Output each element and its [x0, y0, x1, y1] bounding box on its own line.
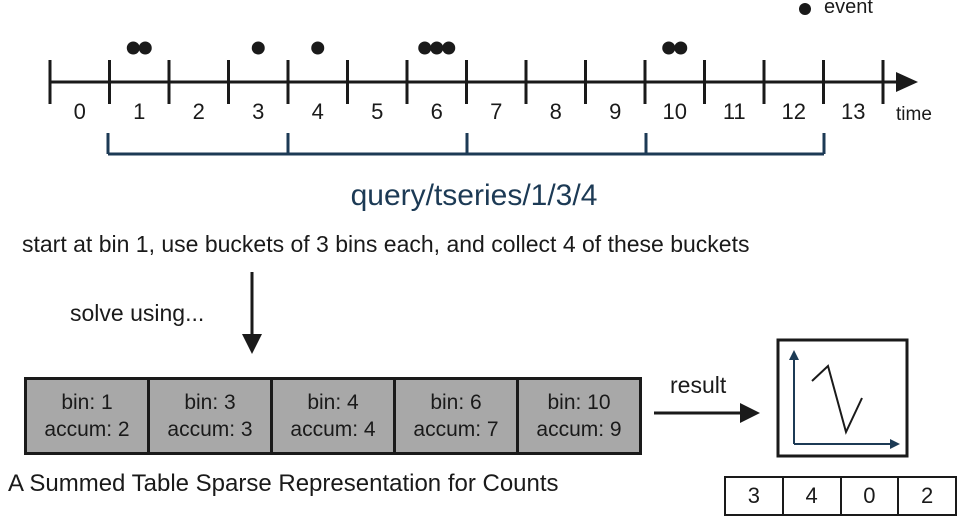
cell-accum: accum: 4 [290, 418, 376, 441]
timeline-tick-label: 13 [841, 99, 866, 124]
solve-arrowhead [242, 334, 262, 354]
event-dot [126, 41, 140, 55]
timeline-tick-label: 7 [490, 99, 503, 124]
event-dot [418, 41, 432, 55]
result-value: 3 [726, 478, 784, 514]
timeline-tick-label: 0 [73, 99, 86, 124]
result-arrowhead [740, 403, 760, 423]
cell-bin: bin: 4 [307, 391, 359, 414]
event-dot [662, 41, 676, 55]
result-label: result [670, 372, 727, 398]
cell-accum: accum: 7 [413, 418, 499, 441]
timeline-tick-label: 8 [549, 99, 562, 124]
cell-accum: accum: 9 [536, 418, 622, 441]
timeline-tick-label: 5 [371, 99, 384, 124]
event-dot [430, 41, 444, 55]
time-axis-label: time [896, 104, 932, 125]
timeline-tick-label: 10 [662, 99, 687, 124]
cell-bin: bin: 6 [430, 391, 482, 414]
summed-table-cell: bin: 3 accum: 3 [150, 380, 273, 452]
query-path: query/tseries/1/3/4 [350, 179, 598, 212]
cell-bin: bin: 1 [61, 391, 113, 414]
cell-bin: bin: 3 [184, 391, 236, 414]
event-dot [311, 41, 325, 55]
timeline-tick-label: 12 [781, 99, 806, 124]
cell-accum: accum: 3 [167, 418, 253, 441]
event-dot [442, 41, 456, 55]
legend-event-dot [799, 3, 811, 15]
event-dot [251, 41, 265, 55]
summed-table-cell: bin: 4 accum: 4 [273, 380, 396, 452]
table-caption: A Summed Table Sparse Representation for… [8, 470, 559, 497]
line-chart-icon [776, 338, 909, 458]
timeline-tick-label: 6 [430, 99, 443, 124]
timeline-tick-label: 11 [722, 99, 746, 124]
cell-accum: accum: 2 [44, 418, 130, 441]
event-dot [138, 41, 152, 55]
timeline-tick-label: 4 [311, 99, 324, 124]
summed-table-cell: bin: 10 accum: 9 [519, 380, 639, 452]
timeline-tick-label: 3 [252, 99, 265, 124]
result-value: 2 [921, 483, 934, 508]
summed-table-cell: bin: 1 accum: 2 [27, 380, 150, 452]
timeline-tick-label: 2 [192, 99, 205, 124]
result-table: 3 4 0 2 [724, 476, 957, 516]
result-value: 0 [842, 478, 900, 514]
time-axis-arrowhead [896, 72, 918, 92]
result-value: 4 [784, 478, 842, 514]
timeline-tick-label: 1 [133, 99, 146, 124]
event-dot [674, 41, 688, 55]
cell-bin: bin: 10 [547, 391, 611, 414]
solve-label: solve using... [70, 300, 205, 326]
summed-table-cell: bin: 6 accum: 7 [396, 380, 519, 452]
legend-label: event [824, 0, 873, 18]
summed-table: bin: 1 accum: 2 bin: 3 accum: 3 bin: 4 a… [24, 377, 642, 455]
query-description: start at bin 1, use buckets of 3 bins ea… [22, 231, 750, 257]
bucket-bracket [106, 133, 826, 156]
timeline-tick-label: 9 [609, 99, 622, 124]
